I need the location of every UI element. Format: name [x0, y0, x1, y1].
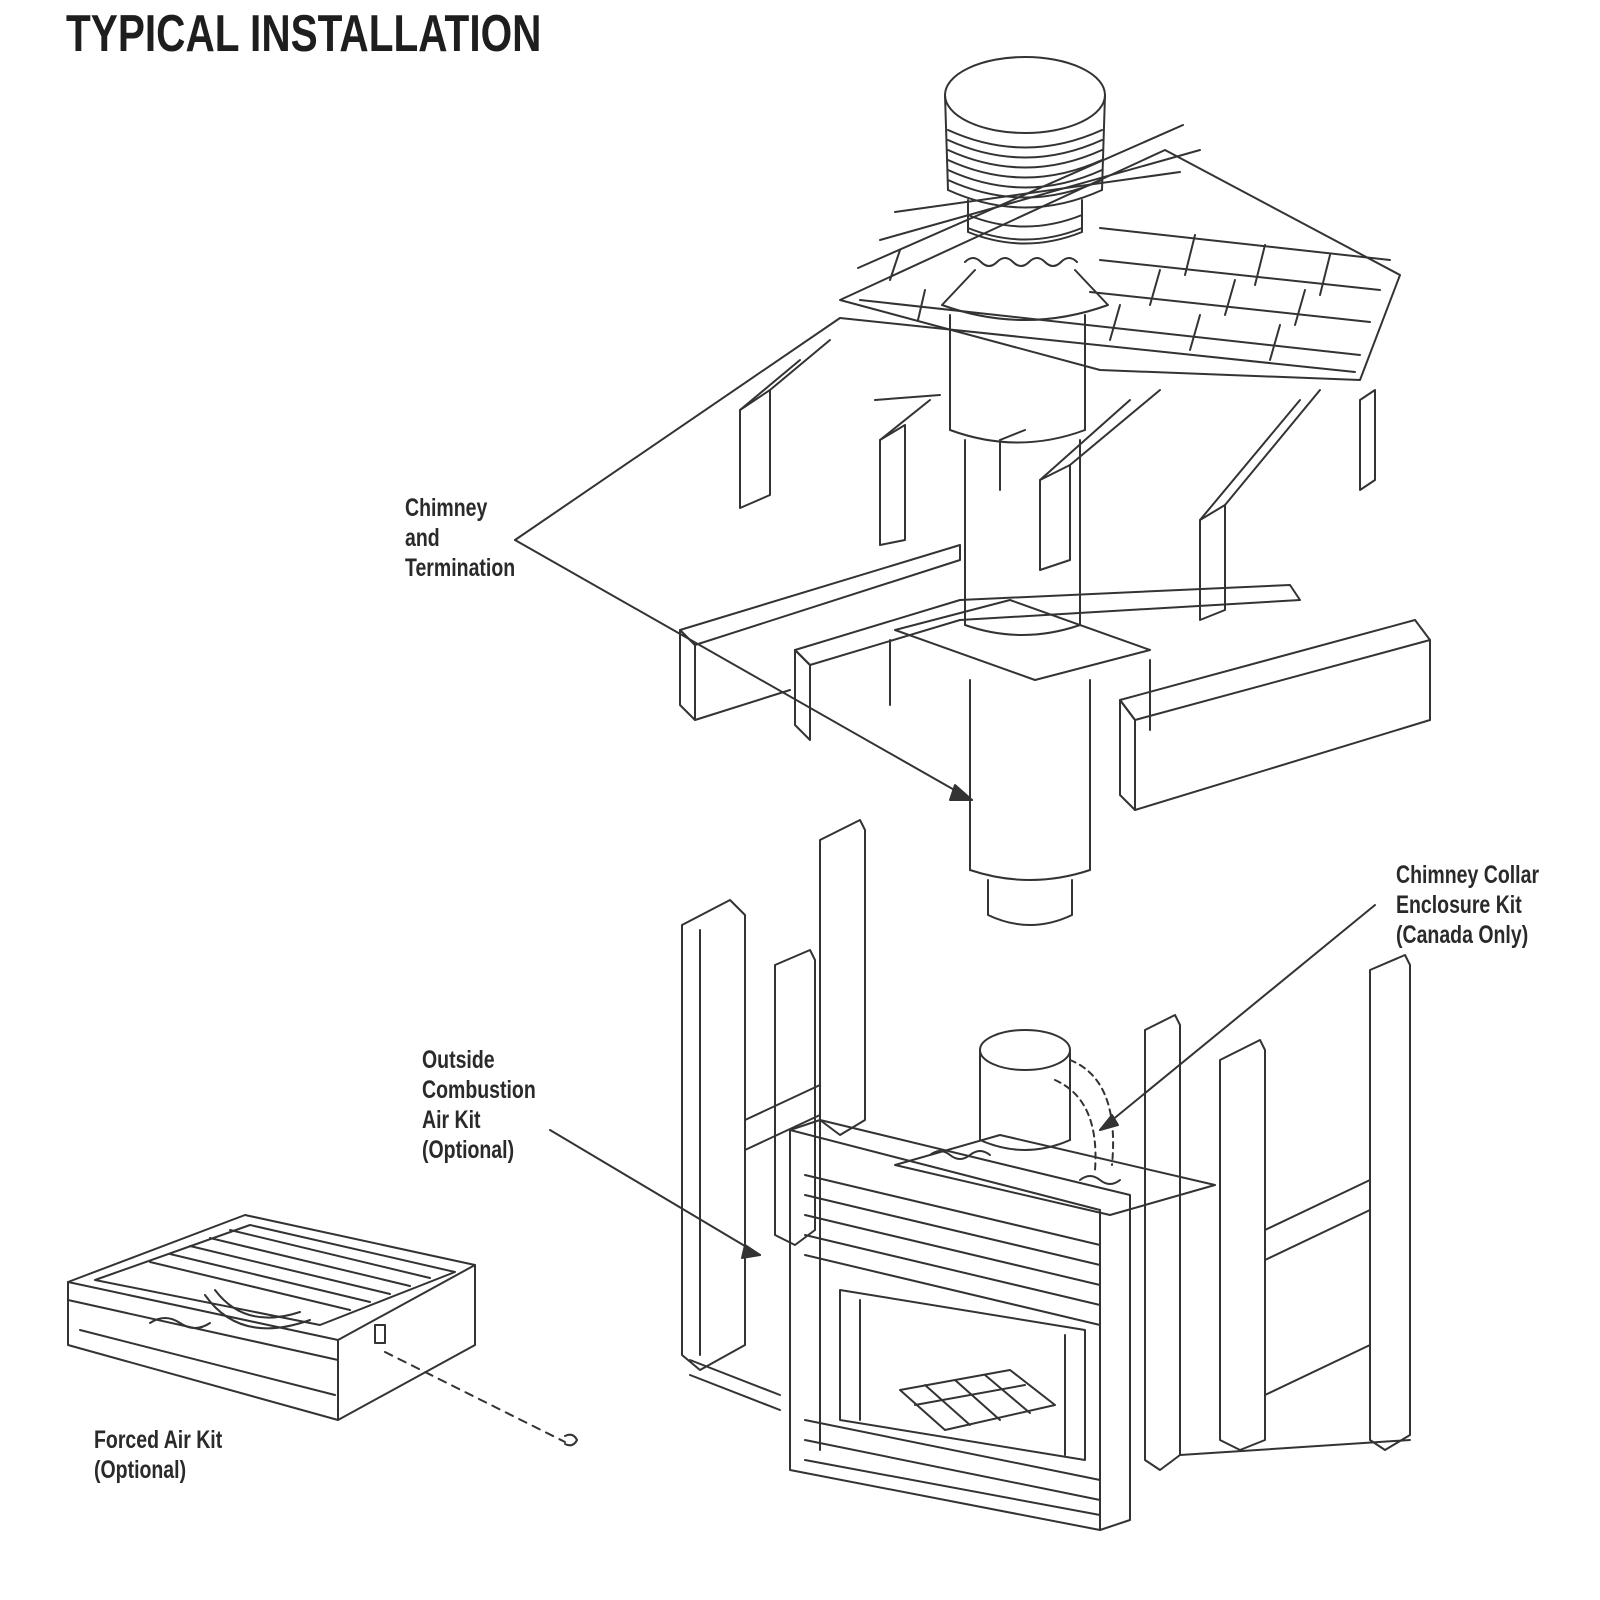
chimney-pipe-upper	[950, 315, 1085, 635]
forced-air-kit-drawing	[68, 1215, 577, 1445]
fireplace-unit	[790, 1030, 1215, 1530]
label-chimney-termination: Chimney and Termination	[405, 494, 516, 582]
label-outside-air-kit: Outside Combustion Air Kit (Optional)	[422, 1046, 536, 1164]
roof	[840, 125, 1400, 380]
label-chimney-collar-kit: Chimney Collar Enclosure Kit (Canada Onl…	[1396, 861, 1540, 949]
wall-studs	[682, 820, 1410, 1470]
roof-rafters	[740, 340, 1375, 620]
label-forced-air-kit: Forced Air Kit (Optional)	[94, 1426, 223, 1484]
page-title: TYPICAL INSTALLATION	[66, 5, 542, 63]
chimney-cap	[942, 57, 1108, 320]
chimney-pipe-lower	[970, 680, 1090, 925]
ceiling-joists	[680, 545, 1430, 810]
